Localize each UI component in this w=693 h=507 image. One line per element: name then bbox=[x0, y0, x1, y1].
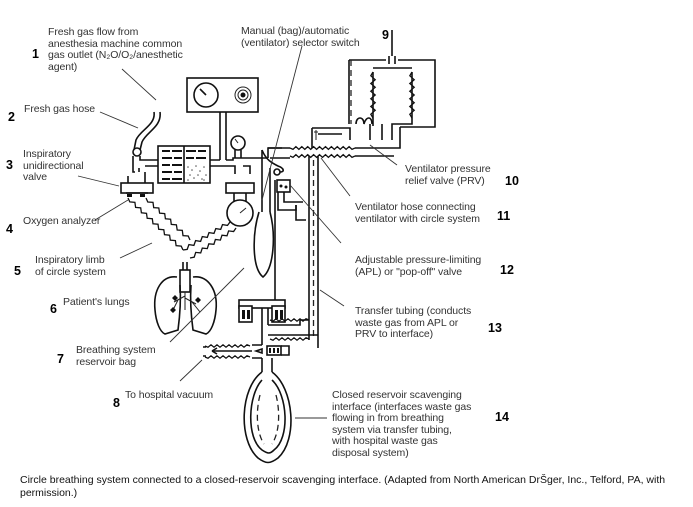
label-fresh-gas-hose: Fresh gas hose bbox=[24, 103, 95, 115]
label-inspiratory-valve: Inspiratory unidirectional valve bbox=[23, 148, 84, 183]
label-fresh-gas-flow: Fresh gas flow from anesthesia machine c… bbox=[48, 26, 183, 73]
label-selector-switch: Manual (bag)/automatic (ventilator) sele… bbox=[241, 25, 360, 49]
oxygen-analyzer bbox=[226, 199, 254, 227]
label-number-9: 9 bbox=[382, 28, 389, 42]
scavenger-reservoir-bag bbox=[243, 358, 292, 464]
circle-piping bbox=[127, 156, 268, 186]
transfer-tubing bbox=[295, 156, 319, 348]
inspiratory-limb bbox=[127, 197, 191, 251]
label-number-12: 12 bbox=[500, 263, 514, 277]
label-ventilator-prv: Ventilator pressure relief valve (PRV) bbox=[405, 163, 491, 187]
scavenger-relief-valves bbox=[238, 299, 318, 345]
label-oxygen-analyzer: Oxygen analyzer bbox=[23, 215, 101, 227]
fresh-gas-hose bbox=[132, 111, 161, 157]
ventilator-hose bbox=[268, 127, 401, 159]
label-patient-lungs: Patient's lungs bbox=[63, 296, 130, 308]
label-ventilator-hose: Ventilator hose connecting ventilator wi… bbox=[355, 201, 480, 225]
label-number-11: 11 bbox=[497, 209, 511, 223]
label-reservoir-bag: Breathing system reservoir bag bbox=[76, 344, 156, 368]
label-number-6: 6 bbox=[50, 302, 57, 316]
label-transfer-tubing: Transfer tubing (conducts waste gas from… bbox=[355, 305, 472, 340]
label-number-5: 5 bbox=[14, 264, 21, 278]
ventilator-bellows bbox=[311, 30, 436, 148]
pressure-gauge-icon bbox=[193, 82, 219, 108]
apl-valve bbox=[274, 179, 303, 300]
circuit-pressure-gauge bbox=[230, 135, 246, 158]
co2-absorber bbox=[157, 145, 211, 184]
label-number-10: 10 bbox=[505, 174, 519, 188]
alarm-speaker-icon bbox=[234, 86, 252, 104]
label-apl-valve: Adjustable pressure-limiting (APL) or "p… bbox=[355, 254, 482, 278]
label-scavenging-interface: Closed reservoir scavenging interface (i… bbox=[332, 389, 472, 459]
label-inspiratory-limb: Inspiratory limb of circle system bbox=[35, 254, 106, 278]
label-number-8: 8 bbox=[113, 396, 120, 410]
patient-lungs bbox=[153, 262, 218, 335]
inspiratory-valve bbox=[120, 182, 154, 197]
leader-lines bbox=[77, 45, 398, 419]
label-number-1: 1 bbox=[32, 47, 39, 61]
label-number-2: 2 bbox=[8, 110, 15, 124]
figure-caption: Circle breathing system connected to a c… bbox=[20, 474, 666, 499]
label-number-14: 14 bbox=[495, 410, 509, 424]
monitor-panel bbox=[186, 77, 259, 160]
label-number-3: 3 bbox=[6, 158, 13, 172]
label-number-7: 7 bbox=[57, 352, 64, 366]
vacuum-connector bbox=[203, 343, 290, 360]
label-hospital-vacuum: To hospital vacuum bbox=[125, 389, 214, 401]
label-number-4: 4 bbox=[6, 222, 13, 236]
reservoir-bag bbox=[253, 190, 275, 279]
label-number-13: 13 bbox=[488, 321, 502, 335]
expiratory-limb bbox=[182, 221, 237, 259]
